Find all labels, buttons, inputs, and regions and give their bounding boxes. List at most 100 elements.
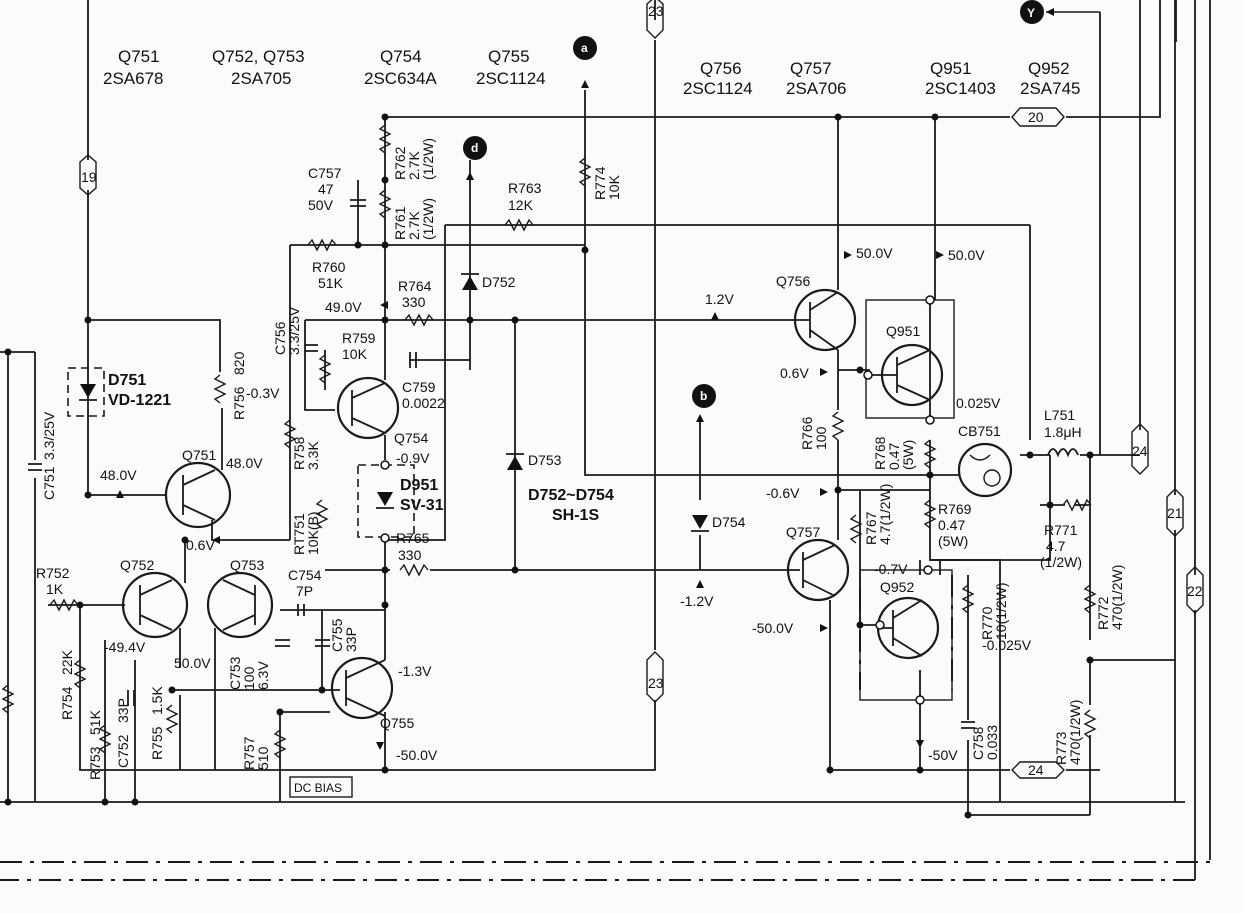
- r764-symbol: [404, 313, 434, 327]
- diode-range-ref: D752~D754: [528, 487, 614, 504]
- dc-bias-label: DC BIAS: [294, 781, 342, 795]
- connector-markers: 19 20 23 23 24 24 21 22: [79, 0, 1204, 779]
- r767-symbol: [849, 514, 863, 544]
- header-q751-ref: Q751: [118, 47, 160, 66]
- connector-24-right-shape: [1131, 423, 1149, 475]
- r769-value: 0.47: [938, 517, 965, 533]
- q755-label: Q755: [380, 715, 414, 731]
- c759-value: 0.0022: [402, 395, 445, 411]
- r774-symbol: [578, 157, 592, 187]
- q755-symbol: [330, 656, 394, 720]
- tag-b-circle: [692, 384, 716, 408]
- svg-text:R768: R768: [872, 436, 888, 470]
- component-labels: R762 2.7K (1/2W) R761 2.7K (1/2W) R763 1…: [36, 138, 1125, 795]
- c754-value: 7P: [296, 583, 313, 599]
- r769-ref: R769: [938, 501, 972, 517]
- svg-text:C755: C755: [329, 618, 345, 652]
- c755-label: C755 33P: [329, 618, 359, 652]
- header-q751-part: 2SA678: [103, 69, 164, 88]
- r770-symbol: [961, 584, 975, 614]
- r760-ref: R760: [312, 259, 346, 275]
- r755-symbol: [165, 704, 179, 734]
- c759-ref: C759: [402, 379, 436, 395]
- d753-label: D753: [528, 452, 562, 468]
- d752-symbol: [461, 273, 479, 290]
- svg-text:1.5K: 1.5K: [149, 686, 165, 715]
- svg-text:2.7K: 2.7K: [406, 211, 422, 240]
- r752-symbol: [49, 598, 79, 612]
- svg-text:3.3/25V: 3.3/25V: [286, 306, 302, 355]
- d951-symbol: [376, 492, 394, 509]
- diodes: [79, 273, 709, 532]
- tag-y-arrow: [1046, 8, 1054, 16]
- svg-text:R767: R767: [863, 511, 879, 545]
- connector-23-bot-shape: [646, 651, 664, 703]
- svg-text:R772: R772: [1095, 596, 1111, 630]
- tag-b-arrow: [696, 414, 704, 422]
- r752-ref: R752: [36, 565, 70, 581]
- r765-ref: R765: [396, 530, 430, 546]
- header-q952-part: 2SA745: [1020, 79, 1081, 98]
- tag-a-circle: [573, 36, 597, 60]
- voltage-q952-collector: -50V: [928, 747, 958, 763]
- r757-label: R757 510: [241, 736, 271, 770]
- voltage-q753-collector: 50.0V: [174, 655, 211, 671]
- connector-24-bot-shape: [1011, 761, 1065, 779]
- svg-text:C751: C751: [41, 466, 57, 500]
- r771-power: (1/2W): [1040, 554, 1082, 570]
- diode-range-part: SH-1S: [552, 507, 599, 524]
- svg-text:33P: 33P: [115, 698, 131, 723]
- svg-text:(1/2W): (1/2W): [420, 138, 436, 180]
- r763-ref: R763: [508, 180, 542, 196]
- svg-text:R761: R761: [392, 206, 408, 240]
- wiring: [0, 0, 1211, 881]
- c754-symbol: [297, 604, 305, 616]
- svg-text:0.033: 0.033: [984, 725, 1000, 760]
- svg-text:C753: C753: [227, 656, 243, 690]
- r773-symbol: [1083, 709, 1097, 739]
- r765-symbol: [399, 563, 429, 577]
- d753-symbol: [506, 453, 524, 470]
- l751-symbol: [1047, 448, 1079, 458]
- c756-symbol: [305, 344, 318, 352]
- r771-ref: R771: [1044, 522, 1078, 538]
- c757-symbol: [350, 199, 366, 207]
- q951-symbol: [870, 343, 944, 407]
- connector-24-bot-label: 24: [1028, 762, 1044, 778]
- connector-23-bot-label: 23: [648, 675, 664, 691]
- svg-text:2.7K: 2.7K: [406, 151, 422, 180]
- svg-text:R774: R774: [592, 166, 608, 200]
- q752-label: Q752: [120, 557, 154, 573]
- r763-value: 12K: [508, 197, 534, 213]
- svg-text:R762: R762: [392, 146, 408, 180]
- tag-d-circle: [463, 136, 487, 160]
- connector-21-label: 21: [1167, 505, 1183, 521]
- tag-y-circle: [1020, 0, 1044, 24]
- voltage-q751-emitter: 48.0V: [100, 467, 137, 483]
- svg-text:22K: 22K: [59, 649, 75, 675]
- connector-20-label: 20: [1028, 109, 1044, 125]
- r766-label: R766 100: [799, 416, 829, 450]
- tag-d-arrow: [466, 172, 474, 180]
- tag-a-label: a: [581, 41, 588, 55]
- c757-ref: C757: [308, 165, 342, 181]
- voltage-arrows: [116, 251, 944, 750]
- tag-a-arrow: [581, 80, 589, 88]
- d951-ref: D951: [400, 477, 438, 494]
- r758-label: R758 3.3K: [291, 436, 321, 470]
- connector-22-label: 22: [1187, 583, 1203, 599]
- r772-label: R772 470(1/2W): [1095, 565, 1125, 630]
- cb751-label: CB751: [958, 423, 1001, 439]
- r764-value: 330: [402, 294, 426, 310]
- r753-label: R753 51K: [87, 709, 103, 780]
- r768-label: R768 0.47 (5W): [872, 436, 916, 470]
- d951-part: SV-31: [400, 497, 444, 514]
- q756-symbol: [793, 288, 857, 352]
- voltage-q751-base: -0.3V: [246, 385, 280, 401]
- svg-text:(1/2W): (1/2W): [420, 198, 436, 240]
- input-resistor-symbol: [1, 684, 15, 714]
- tag-b-label: b: [700, 389, 707, 403]
- c751-label: C751 3.3/25V: [41, 411, 57, 500]
- r761-label: R761 2.7K (1/2W): [392, 198, 436, 240]
- svg-text:R773: R773: [1053, 731, 1069, 765]
